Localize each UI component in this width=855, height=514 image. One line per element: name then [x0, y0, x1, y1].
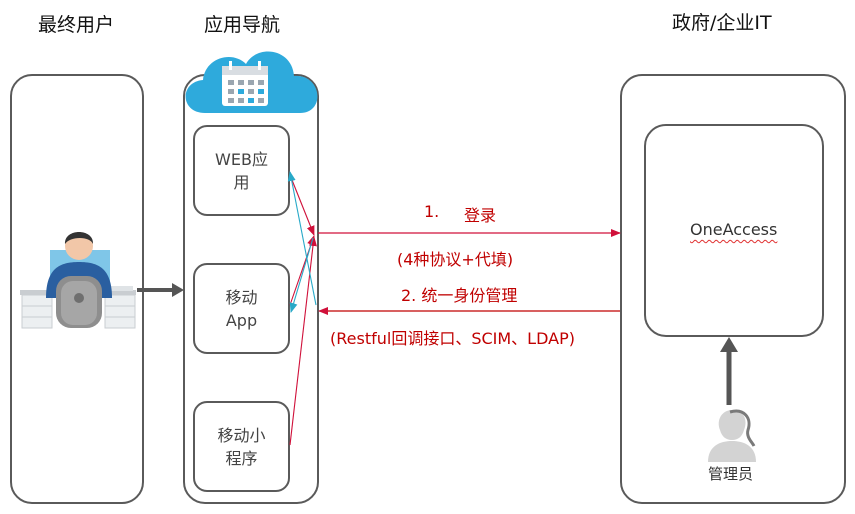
- identity-detail-label: (Restful回调接口、SCIM、LDAP): [330, 329, 575, 348]
- web-app-box[interactable]: WEB应 用: [193, 125, 290, 216]
- cloud-calendar-icon: [185, 51, 318, 113]
- login-detail-label: (4种协议+代填): [397, 250, 514, 269]
- admin-person-icon: [708, 409, 756, 462]
- end-user-title: 最终用户: [38, 14, 115, 36]
- app-nav-title: 应用导航: [204, 14, 281, 36]
- login-label: 登录: [464, 206, 497, 225]
- mini-program-box[interactable]: 移动小 程序: [193, 401, 290, 492]
- mobile-app-box[interactable]: 移动 App: [193, 263, 290, 354]
- identity-label: 2. 统一身份管理: [401, 286, 518, 305]
- desk-user-icon: [20, 232, 136, 329]
- oneaccess-label: OneAccess: [690, 220, 778, 239]
- gov-it-title: 政府/企业IT: [672, 12, 772, 34]
- oneaccess-box[interactable]: [644, 124, 824, 337]
- login-step-number: 1.: [424, 202, 440, 221]
- admin-label: 管理员: [708, 465, 754, 483]
